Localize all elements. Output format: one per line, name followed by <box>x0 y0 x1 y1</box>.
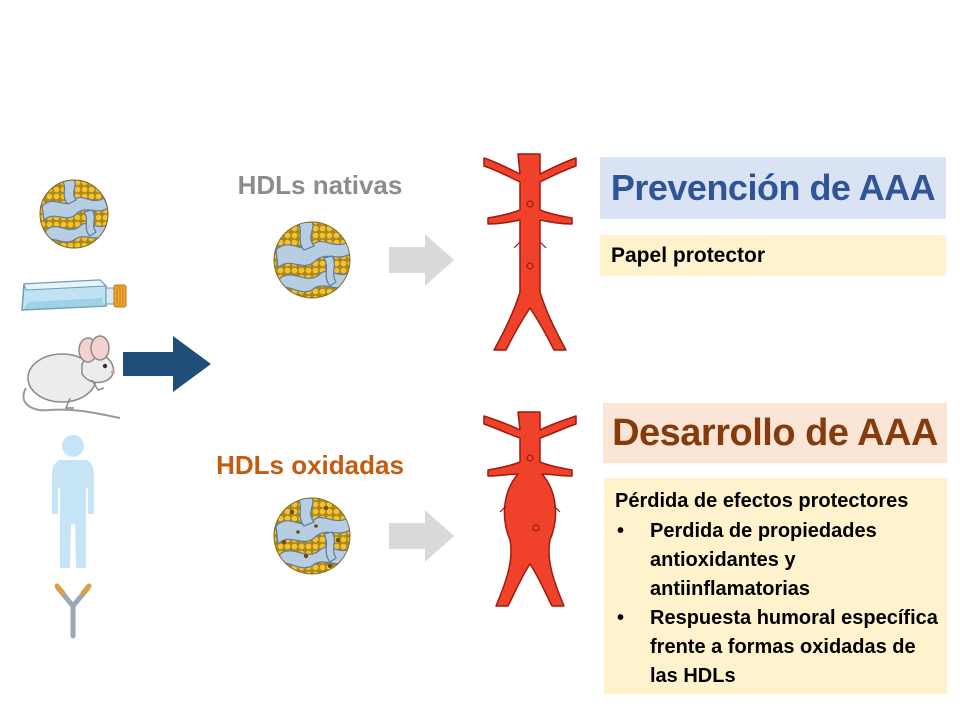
development-box: Pérdida de efectos protectores • Perdida… <box>604 478 947 694</box>
aneurysm-aorta-icon <box>483 411 577 607</box>
bullet-icon: • <box>617 607 625 629</box>
native-hdl-particle-icon <box>273 221 351 299</box>
healthy-aorta-icon <box>483 153 577 351</box>
oxidized-hdl-particle-icon <box>273 497 351 575</box>
bullet-text: Respuesta humoral específica frente a fo… <box>650 607 938 687</box>
development-title: Desarrollo de AAA <box>603 403 947 463</box>
development-bullet-list: • Perdida de propiedades antioxidantes y… <box>615 517 939 691</box>
cell-culture-flask-icon <box>21 279 127 311</box>
native-hdl-label: HDLs nativas <box>237 170 403 200</box>
bullet-icon: • <box>617 520 625 542</box>
bullet-text: Perdida de propiedades antioxidantes y a… <box>650 520 877 600</box>
hdl-particle-icon <box>39 179 109 249</box>
blue-arrow-icon <box>123 336 211 392</box>
list-item: • Perdida de propiedades antioxidantes y… <box>615 517 939 604</box>
oxidized-hdl-label: HDLs oxidadas <box>216 450 404 480</box>
prevention-box: Papel protector <box>600 235 946 276</box>
antibody-icon <box>54 583 92 639</box>
prevention-title: Prevención de AAA <box>600 157 946 219</box>
human-silhouette-icon <box>52 435 94 568</box>
list-item: • Respuesta humoral específica frente a … <box>615 604 939 691</box>
grey-arrow-icon <box>389 510 454 562</box>
mouse-icon <box>22 335 121 419</box>
prevention-box-text: Papel protector <box>611 243 766 267</box>
development-heading: Pérdida de efectos protectores <box>615 490 909 512</box>
grey-arrow-icon <box>389 234 454 286</box>
